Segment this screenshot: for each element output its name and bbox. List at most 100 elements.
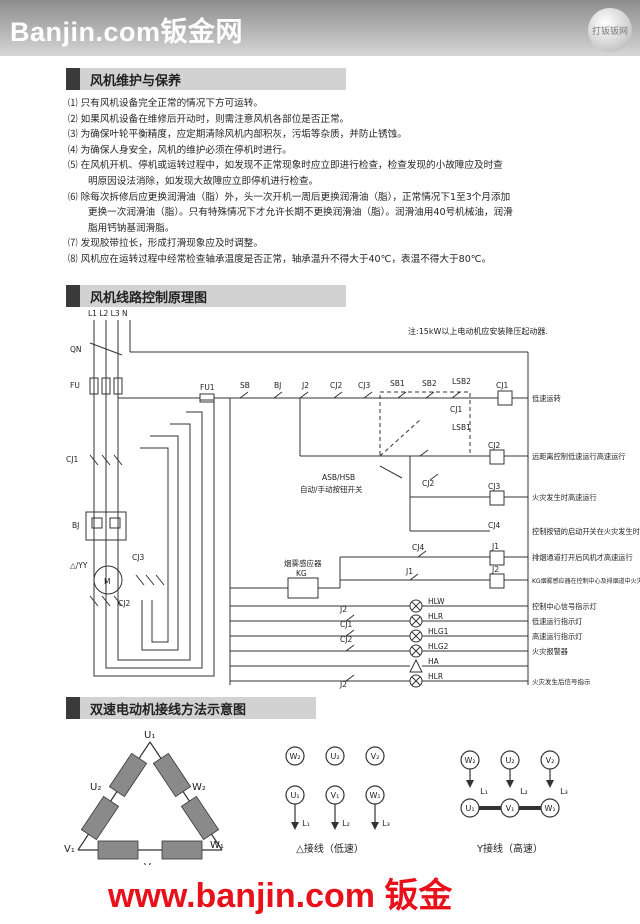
label-j2: J2 [301,381,309,390]
delta-w1: W₁ [210,840,224,851]
dterm-bot-2: W₁ [369,791,380,800]
list-item: ⑷ 为确保人身安全，风机的维护必须在停机时进行。 [68,144,292,156]
section-title: 风机线路控制原理图 [90,291,208,306]
label-cj1-mid: CJ1 [450,405,462,414]
label-sb1: SB1 [390,379,405,388]
label-ash-caption: 自动/手动按钮开关 [300,484,363,494]
desc-low-speed: 低速运转 [532,394,561,403]
maintenance-list: ⑴ 只有风机设备完全正常的情况下方可运转。 ⑵ 如果风机设备在维修后开动时，则需… [68,96,628,268]
yterm-top-0: W₂ [464,756,475,765]
yterm-top-2: V₂ [546,756,555,765]
label-sb2: SB2 [422,379,437,388]
label-cj2-top: CJ2 [330,381,342,390]
label-smoke-sensor: 烟雾感应器 [284,558,322,568]
label-lsb2: LSB2 [452,377,471,386]
label-ha: HA [428,657,440,666]
label-cj2: CJ2 [118,599,130,608]
two-speed-wiring-diagram: U₁ U₂ W₂ V₁ V₂ W₁ W₂ U₂ V₂ U₁ V₁ W₁ L₁ L… [64,730,568,865]
delta-u1: U₁ [144,730,155,741]
yterm-l-0: L₁ [480,787,488,796]
heading-marker [66,697,80,719]
label-cj2-mid: CJ2 [422,479,434,488]
label-hlg2: HLG2 [428,642,449,651]
desc-alarm: 火灾报警器 [532,647,568,656]
delta-u2: U₂ [90,782,101,793]
yterm-bot-2: W₁ [544,804,555,813]
label-r-cj2: CJ2 [488,441,500,450]
label-hlr: HLR [428,612,443,621]
label-cj4: CJ4 [412,543,424,552]
yterm-l-1: L₂ [520,787,528,796]
list-item: ⑸ 在风机开机、停机或运转过程中，如发现不正常现象时应立即进行检查，检查发现的小… [68,160,503,172]
desc-kg-signal: KG烟雾感应器在控制中心及排烟道中火灾信号输出 [532,577,640,585]
yterm-bot-1: V₁ [506,804,515,813]
y-caption: Y接线（高速） [476,842,543,855]
label-r-j1: J1 [491,542,499,551]
yterm-bot-0: U₁ [465,804,474,813]
label-r-cj4: CJ4 [488,521,500,530]
desc-fire-high: 火灾发生时高速运行 [532,493,597,502]
desc-fire-signal: 火灾发生后信号指示 [532,677,591,686]
circuit-note: 注:15kW以上电动机应安装降压起动器. [408,326,548,336]
desc-control-lamp: 控制中心信号指示灯 [532,602,597,611]
label-cj3: CJ3 [132,553,144,562]
dterm-bot-0: U₁ [290,791,299,800]
heading-marker [66,68,80,90]
label-motor: M [104,577,110,586]
label-j1: J1 [405,567,413,576]
list-item: 更换一次润滑油（脂）。只有特殊情况下才允许长期不更换润滑油（脂）。润滑油用40号… [88,207,513,219]
section-title: 风机维护与保养 [90,74,182,89]
label-qn: QN [70,345,82,354]
yterm-l-2: L₃ [560,787,568,796]
label-lsb1: LSB1 [452,423,471,432]
list-item: 脂用钙钠基润滑脂。 [88,222,175,234]
delta-w2: W₂ [192,782,206,793]
label-sb: SB [240,381,250,390]
label-bj-top: BJ [274,381,281,390]
section-heading-circuit: 风机线路控制原理图 [66,285,346,307]
desc-low-lamp: 低速运行指示灯 [532,617,582,626]
dterm-top-1: U₂ [330,752,339,761]
footer-watermark: www.banjin.com 钣金 [108,877,453,915]
section-heading-wiring: 双速电动机接线方法示意图 [66,697,316,719]
desc-button-fire: 控制按钮的启动开关在火灾发生时启动 [532,527,640,536]
label-r-j2: J2 [491,565,499,574]
label-bj: BJ [72,521,79,530]
label-j2-lamp: J2 [339,605,347,614]
label-j2-lamp2: J2 [339,680,347,689]
desc-high-lamp: 高速运行指示灯 [532,632,582,641]
label-cj1: CJ1 [66,455,78,464]
yterm-top-1: U₂ [505,756,514,765]
list-item: ⑹ 除每次拆修后应更换润滑油（脂）外，头一次开机一周后更换润滑油（脂），正常情况… [68,191,511,203]
section-heading-maintenance: 风机维护与保养 [66,68,346,90]
delta-v2: V₂ [144,862,155,865]
section-title: 双速电动机接线方法示意图 [90,703,247,718]
label-cj2-lamp: CJ2 [340,635,352,644]
label-r-cj3: CJ3 [488,482,500,491]
label-fu: FU [70,381,80,390]
label-r-cj1: CJ1 [496,381,508,390]
dterm-bot-1: V₁ [331,791,340,800]
desc-remote: 远距离控制低速运行高速运行 [532,452,625,461]
heading-marker [66,285,80,307]
dterm-top-2: V₂ [371,752,380,761]
dterm-l-0: L₁ [302,819,310,828]
label-hlr2: HLR [428,672,443,681]
logo-badge: 打钣钣网 [588,8,632,52]
label-tri-y: △/YY [70,561,88,570]
delta-v1: V₁ [64,844,75,855]
label-cj1-lamp: CJ1 [340,620,352,629]
dterm-l-1: L₂ [342,819,350,828]
top-banner: Banjin.com钣金网 打钣钣网 [0,0,640,56]
label-hlw: HLW [428,597,445,606]
dterm-l-2: L₃ [382,819,390,828]
list-item: ⑵ 如果风机设备在维修后开动时，则需注意风机各部位是否正常。 [68,113,350,125]
list-item: ⑴ 只有风机设备完全正常的情况下方可运转。 [68,98,263,109]
banner-watermark: Banjin.com钣金网 [10,17,244,47]
list-item: ⑶ 为确保叶轮平衡精度，应定期清除风机内部积灰，污垢等杂质，并防止锈蚀。 [68,129,407,141]
label-hlg1: HLG1 [428,627,449,636]
label-ash: ASB/HSB [322,473,355,482]
label-cj3-top: CJ3 [358,381,370,390]
list-item: ⑻ 风机应在运转过程中经常检查轴承温度是否正常，轴承温升不得大于40℃，表温不得… [68,253,492,265]
delta-caption: △接线（低速） [296,842,364,855]
